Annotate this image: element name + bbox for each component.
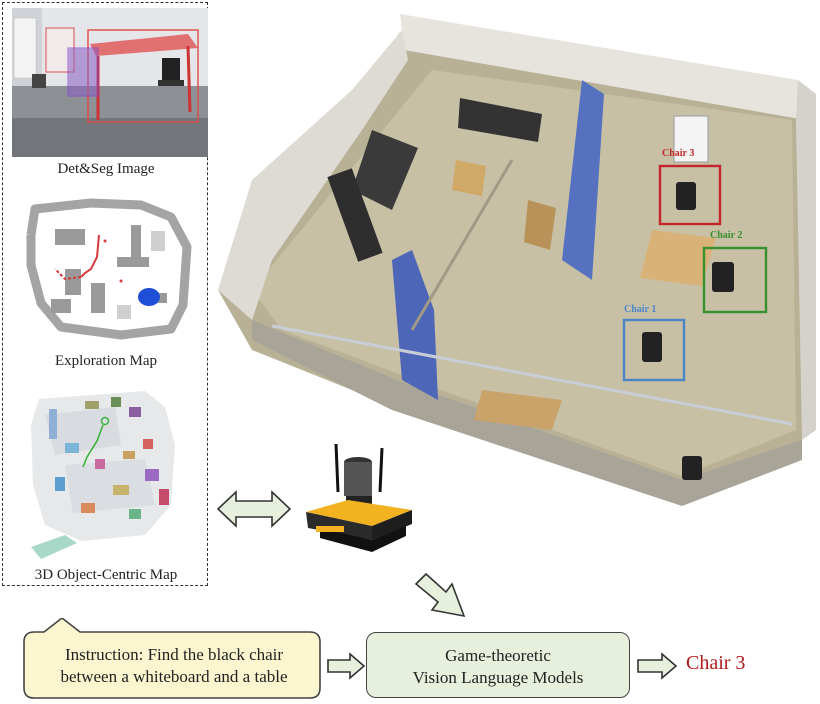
- perception-panel: Det&Seg Image: [2, 2, 208, 586]
- robot-icon: [296, 440, 424, 560]
- object-map-caption: 3D Object-Centric Map: [34, 567, 178, 583]
- exploration-caption: Exploration Map: [54, 353, 158, 369]
- object-centric-map: [25, 385, 197, 563]
- instruction-line-2: between a whiteboard and a table: [60, 667, 288, 686]
- chair-1-label: Chair 1: [624, 304, 657, 315]
- det-seg-caption: Det&Seg Image: [57, 161, 155, 177]
- instruction-bubble: Instruction: Find the black chair betwee…: [22, 618, 322, 699]
- vlm-box: Game-theoretic Vision Language Models: [366, 632, 630, 698]
- instruction-line-1: Instruction: Find the black chair: [64, 645, 284, 664]
- vlm-line-2: Vision Language Models: [412, 668, 584, 687]
- right-arrow-icon: [326, 652, 366, 680]
- exploration-map: [21, 195, 199, 343]
- answer-label: Chair 3: [686, 652, 746, 674]
- chair-3-label: Chair 3: [662, 148, 695, 159]
- chair-2-label: Chair 2: [710, 230, 743, 241]
- down-right-arrow-icon: [412, 570, 472, 622]
- vlm-line-1: Game-theoretic: [445, 646, 551, 665]
- double-arrow-icon: [216, 488, 292, 530]
- right-arrow-icon-2: [636, 652, 678, 680]
- det-seg-image: [12, 8, 208, 157]
- scene-3d-reconstruction: Chair 3 Chair 2 Chair 1: [212, 10, 816, 510]
